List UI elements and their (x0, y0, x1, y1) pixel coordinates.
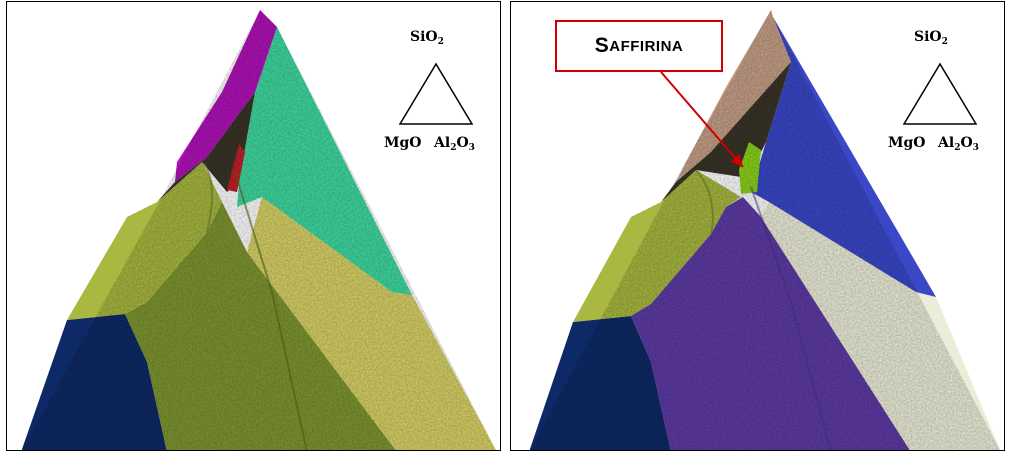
mgo-label: MgO (888, 135, 926, 151)
right-liquidus-surface (529, 10, 1001, 450)
mgo-label: MgO (384, 135, 422, 151)
sio2-label: SiO2 (410, 29, 444, 47)
ternary-key: SiO2 MgO Al2O3 (384, 26, 486, 166)
al2o3-label: Al2O3 (938, 135, 979, 153)
ternary-key: SiO2 MgO Al2O3 (888, 26, 990, 166)
left-liquidus-surface (21, 10, 496, 450)
ternary-key-triangle (398, 62, 474, 125)
sio2-label: SiO2 (914, 29, 948, 47)
left-phase-diagram-panel: SiO2 MgO Al2O3 (6, 1, 501, 451)
callout-arrow (660, 71, 744, 168)
ternary-key-triangle (902, 62, 978, 125)
al2o3-label: Al2O3 (434, 135, 475, 153)
